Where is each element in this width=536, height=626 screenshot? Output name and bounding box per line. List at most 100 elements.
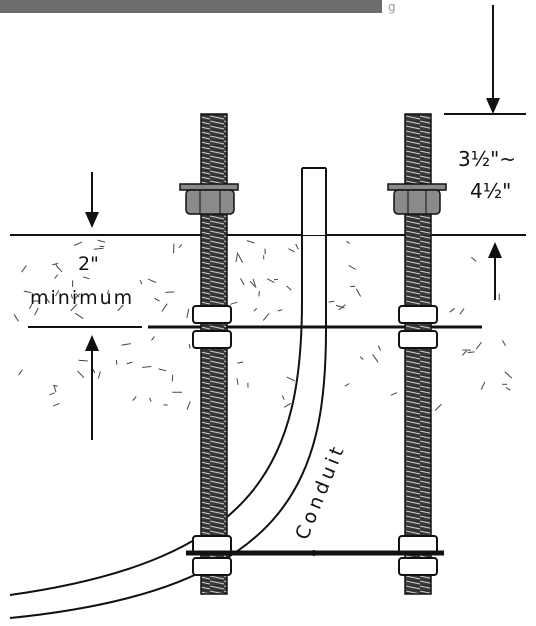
concrete-speckle [97,239,106,243]
concrete-speckle [286,376,296,382]
concrete-speckle [359,356,364,360]
concrete-speckle [55,263,59,269]
concrete-speckle [142,366,152,368]
plate-nut-lower-left [192,330,232,349]
plate-nut-lower-right [398,330,438,349]
concrete-speckle [188,343,191,349]
concrete-speckle [252,278,256,287]
concrete-speckle [239,278,245,285]
concrete-speckle [283,402,292,408]
concrete-speckle [186,308,190,319]
concrete-speckle [53,384,58,387]
concrete-speckle [173,243,175,254]
concrete-speckle [281,395,285,400]
concrete-speckle [93,247,104,250]
concrete-speckle [106,290,110,295]
concrete-speckle [53,402,60,407]
concrete-speckle [49,392,55,396]
anchor-bolt-left [179,113,239,595]
concrete-speckle [46,298,51,304]
concrete-speckle [151,336,155,341]
concrete-speckle [230,301,238,305]
concrete-speckle [18,369,23,376]
embed-dimension-label-line1: 2" [78,253,99,275]
concrete-speckle [97,371,101,379]
concrete-speckle [467,351,475,354]
plate-nut-upper-left [192,305,232,324]
concrete-speckle [377,345,382,351]
concrete-speckle [480,381,486,390]
bottom-nut-upper-left [192,535,232,554]
top-nut-left [185,189,235,215]
concrete-speckle [70,304,78,312]
concrete-speckle [186,401,191,410]
concrete-speckle [77,370,85,379]
concrete-speckle [237,253,243,263]
concrete-speckle [277,309,283,312]
concrete-speckle [459,308,465,315]
top-nut-right [393,189,441,215]
conduit [9,167,327,619]
concrete-speckle [288,248,295,253]
concrete-speckle [75,293,80,298]
concrete-speckle [70,293,73,299]
embed-dimension [28,172,142,440]
header-fragment: g [388,0,396,14]
concrete-speckle [165,291,175,293]
header-bar [0,0,382,13]
conduit-top-cap [303,169,325,235]
concrete-speckle [355,288,362,297]
concrete-speckle [253,308,258,312]
concrete-speckle [21,265,27,273]
concrete-speckle [55,290,60,297]
bottom-tie-bar [186,550,444,556]
concrete-speckle [178,244,183,249]
concrete-speckle [28,303,33,309]
washer-left [179,183,239,191]
concrete-speckle [54,274,59,279]
concrete-speckle [13,314,19,322]
bottom-nut-lower-left [192,557,232,576]
concrete-speckle [126,361,133,365]
concrete-speckle [117,304,124,312]
bottom-nut-lower-right [398,557,438,576]
concrete-speckle [158,368,167,372]
concrete-speckle [346,240,351,244]
concrete-speckle [53,384,57,393]
concrete-speckle [132,396,137,402]
top-dimension-label-line2: 4½" [470,179,511,203]
concrete-speckle [449,307,456,313]
concrete-speckle [74,293,81,299]
conduit-label: Conduit [291,440,350,543]
concrete-texture [13,239,513,411]
concrete-speckle [149,397,152,402]
concrete-speckle [249,281,257,289]
concrete-speckle [504,371,513,379]
concrete-speckle [295,243,299,250]
concrete-speckle [34,307,39,316]
concrete-speckle [236,378,239,385]
concrete-speckle [115,360,118,365]
concrete-speckle [470,256,477,262]
embed-dimension-label-line2: minimum [30,287,134,309]
concrete-speckle [237,361,244,364]
concrete-speckle [502,340,506,346]
concrete-speckle [139,279,143,285]
concrete-speckle [75,312,84,320]
bottom-nut-upper-right [398,535,438,554]
concrete-speckle [328,300,335,303]
concrete-speckle [267,278,275,284]
concrete-speckle [505,386,511,391]
concrete-speckle [262,312,270,321]
washer-right [387,183,447,191]
concrete-speckle [246,240,255,244]
concrete-speckle [147,278,157,283]
concrete-speckle [335,304,345,309]
concrete-speckle [78,359,88,362]
top-dimension-label-line1: 3½"~ [458,147,516,171]
concrete-speckle [434,403,442,411]
top-dimension [444,5,526,300]
plate-nut-upper-right [398,305,438,324]
